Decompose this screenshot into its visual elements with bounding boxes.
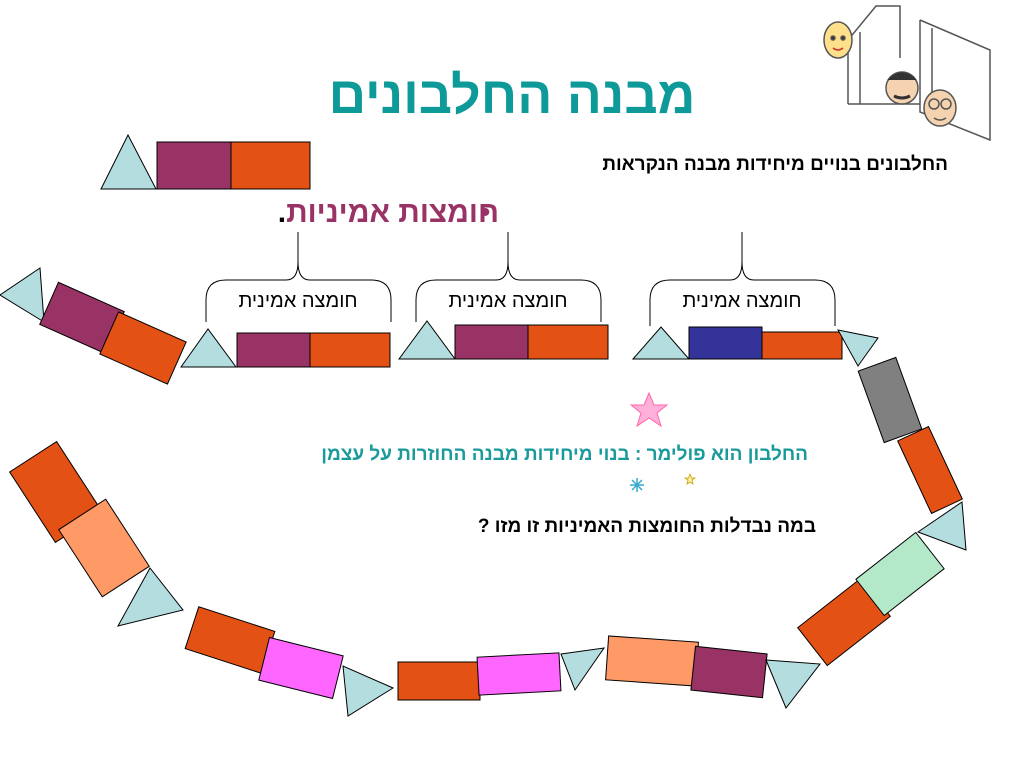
amino-acid-3 xyxy=(631,326,843,360)
brace-2 xyxy=(415,232,602,322)
amino-acid-2 xyxy=(398,320,609,360)
sparkle-icon xyxy=(630,478,644,492)
polymer-definition: החלבון הוא פולימר : בנוי מיחידות מבנה הח… xyxy=(321,444,808,465)
bullet-text: חומצות אמיניות xyxy=(286,196,499,229)
example-amino-acid xyxy=(100,133,311,190)
pink-star-icon xyxy=(629,391,669,428)
amino-acid-label-1: חומצה אמינית xyxy=(238,290,358,312)
purple-block xyxy=(156,141,232,190)
cartoon-characters-window-icon xyxy=(823,5,991,142)
small-star-icon xyxy=(683,472,697,485)
bullet-suffix: . xyxy=(277,196,287,229)
page-title: מבנה החלבונים xyxy=(328,67,696,125)
bullet-item: חומצות אמיניות. xyxy=(278,196,499,230)
brace-3 xyxy=(649,232,836,326)
r-group-triangle xyxy=(100,133,157,190)
brace-1 xyxy=(205,232,392,322)
amino-acid-1 xyxy=(180,328,391,368)
bullet-marker: • xyxy=(480,196,491,229)
amino-acid-label-2: חומצה אמינית xyxy=(448,290,568,312)
polymer-chain xyxy=(0,267,967,717)
intro-text: החלבונים בנויים מיחידות מבנה הנקראות xyxy=(602,154,948,175)
question-text: במה נבדלות החומצות האמיניות זו מזו ? xyxy=(477,516,816,537)
orange-block xyxy=(230,141,311,190)
amino-acid-label-3: חומצה אמינית xyxy=(682,290,802,312)
